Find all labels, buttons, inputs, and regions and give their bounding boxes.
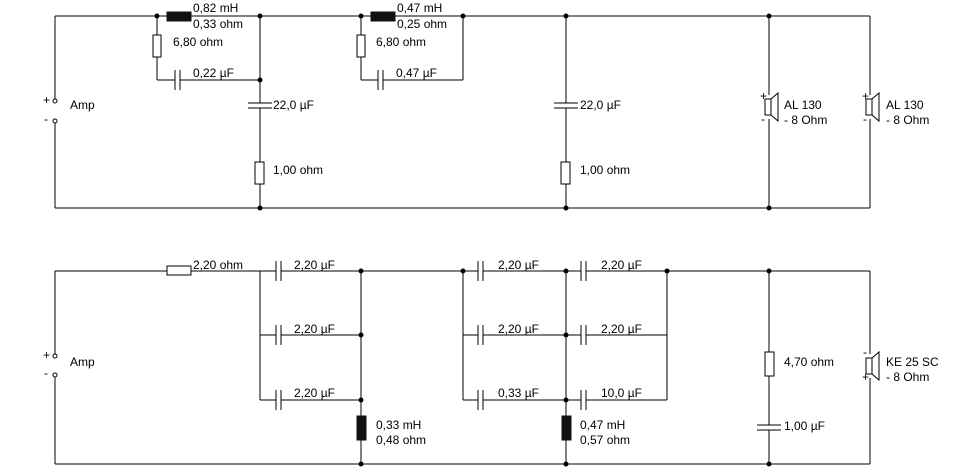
top-amp-source: + - Amp bbox=[43, 93, 95, 126]
top-inductor-2: 0,47 mH 0,25 ohm bbox=[370, 1, 447, 31]
amp-label: Amp bbox=[70, 355, 95, 369]
bottom-speaker: - + KE 25 SC - 8 Ohm bbox=[862, 271, 939, 464]
capacitor-label: 2,20 µF bbox=[294, 322, 335, 336]
minus-terminal bbox=[52, 118, 58, 124]
resistance-label: 0,57 ohm bbox=[580, 433, 630, 447]
resistor-symbol bbox=[560, 161, 571, 185]
minus-sign: - bbox=[863, 345, 867, 359]
top-shunt-2: 22,0 µF 1,00 ohm bbox=[554, 16, 630, 208]
capacitor-label: 0,47 µF bbox=[396, 66, 437, 80]
top-speaker-1: + - AL 130 - 8 Ohm bbox=[760, 16, 827, 208]
plus-sign: + bbox=[43, 348, 50, 362]
plus-sign: + bbox=[760, 89, 767, 103]
speaker-icon bbox=[865, 357, 873, 375]
bottom-shunt-inductor-2: 0,47 mH 0,57 ohm bbox=[561, 400, 630, 464]
speaker-name: AL 130 bbox=[886, 98, 924, 112]
top-zobel-2: 6,80 ohm 0,47 µF bbox=[356, 16, 464, 90]
resistor-symbol bbox=[356, 34, 366, 58]
amp-label: Amp bbox=[70, 98, 95, 112]
minus-sign: - bbox=[761, 112, 765, 126]
capacitor-label: 22,0 µF bbox=[273, 98, 314, 112]
minus-sign: - bbox=[44, 112, 48, 126]
plus-sign: + bbox=[862, 89, 869, 103]
top-shunt-1: 22,0 µF 1,00 ohm bbox=[248, 16, 323, 208]
capacitor-label: 2,20 µF bbox=[601, 322, 642, 336]
bottom-circuit: + - Amp 2,20 ohm 2,20 µF 2 bbox=[43, 258, 939, 467]
top-inductor-1: 0,82 mH 0,33 ohm bbox=[166, 1, 243, 31]
capacitor-label: 2,20 µF bbox=[601, 258, 642, 272]
top-circuit: + - Amp 0,82 mH 0,33 ohm 6,80 ohm 0,22 µ… bbox=[43, 1, 929, 211]
inductor-symbol bbox=[356, 415, 367, 441]
resistance-label: 0,48 ohm bbox=[376, 433, 426, 447]
resistor-symbol bbox=[166, 265, 192, 276]
speaker-name: KE 25 SC bbox=[886, 355, 939, 369]
resistor-label: 4,70 ohm bbox=[784, 355, 834, 369]
resistor-symbol bbox=[764, 351, 775, 377]
resistor-symbol bbox=[254, 161, 265, 185]
speaker-impedance: - 8 Ohm bbox=[886, 370, 929, 384]
minus-sign: - bbox=[863, 112, 867, 126]
resistor-symbol bbox=[152, 34, 162, 58]
capacitor-label: 0,22 µF bbox=[193, 66, 234, 80]
bottom-cap-bank-2: 2,20 µF 2,20 µF 0,33 µF 2,20 µF 2,20 µF … bbox=[462, 258, 668, 410]
inductor-symbol bbox=[370, 11, 396, 22]
bottom-junctions bbox=[358, 268, 772, 467]
bottom-amp-source: + - Amp bbox=[43, 348, 95, 380]
capacitor-label: 10,0 µF bbox=[601, 386, 642, 400]
top-zobel-1: 6,80 ohm 0,22 µF bbox=[152, 16, 260, 90]
bottom-shunt-rc: 4,70 ohm 1,00 µF bbox=[757, 271, 834, 464]
resistor-label: 6,80 ohm bbox=[173, 35, 223, 49]
inductance-label: 0,47 mH bbox=[580, 418, 625, 432]
bottom-shunt-inductor-1: 0,33 mH 0,48 ohm bbox=[356, 400, 426, 464]
capacitor-label: 2,20 µF bbox=[294, 258, 335, 272]
inductor-symbol bbox=[561, 415, 572, 441]
resistor-label: 6,80 ohm bbox=[376, 35, 426, 49]
speaker-name: AL 130 bbox=[784, 98, 822, 112]
resistance-label: 0,25 ohm bbox=[397, 17, 447, 31]
speaker-cone-icon bbox=[871, 350, 880, 382]
speaker-icon bbox=[865, 98, 873, 116]
capacitor-label: 2,20 µF bbox=[294, 386, 335, 400]
capacitor-label: 2,20 µF bbox=[498, 322, 539, 336]
bottom-series-resistor: 2,20 ohm bbox=[166, 258, 243, 276]
top-junctions bbox=[154, 13, 772, 211]
speaker-impedance: - 8 Ohm bbox=[886, 113, 929, 127]
inductance-label: 0,82 mH bbox=[193, 1, 238, 15]
capacitor-label: 2,20 µF bbox=[498, 258, 539, 272]
inductor-symbol bbox=[166, 11, 192, 22]
resistor-label: 1,00 ohm bbox=[273, 163, 323, 177]
speaker-icon bbox=[764, 98, 772, 116]
capacitor-label: 22,0 µF bbox=[580, 98, 621, 112]
bottom-cap-bank-1: 2,20 µF 2,20 µF 2,20 µF bbox=[259, 258, 362, 410]
speaker-cone-icon bbox=[871, 91, 880, 123]
resistor-label: 2,20 ohm bbox=[193, 258, 243, 272]
plus-terminal bbox=[52, 98, 58, 104]
plus-sign: + bbox=[862, 370, 869, 384]
plus-terminal bbox=[52, 353, 58, 359]
speaker-cone-icon bbox=[770, 91, 779, 123]
resistance-label: 0,33 ohm bbox=[193, 17, 243, 31]
resistor-label: 1,00 ohm bbox=[580, 163, 630, 177]
plus-sign: + bbox=[43, 93, 50, 107]
minus-sign: - bbox=[44, 366, 48, 380]
minus-terminal bbox=[52, 372, 58, 378]
inductance-label: 0,47 mH bbox=[397, 1, 442, 15]
capacitor-label: 1,00 µF bbox=[784, 419, 825, 433]
speaker-impedance: - 8 Ohm bbox=[784, 113, 827, 127]
capacitor-label: 0,33 µF bbox=[498, 386, 539, 400]
inductance-label: 0,33 mH bbox=[376, 418, 421, 432]
top-speaker-2: + - AL 130 - 8 Ohm bbox=[862, 16, 929, 208]
